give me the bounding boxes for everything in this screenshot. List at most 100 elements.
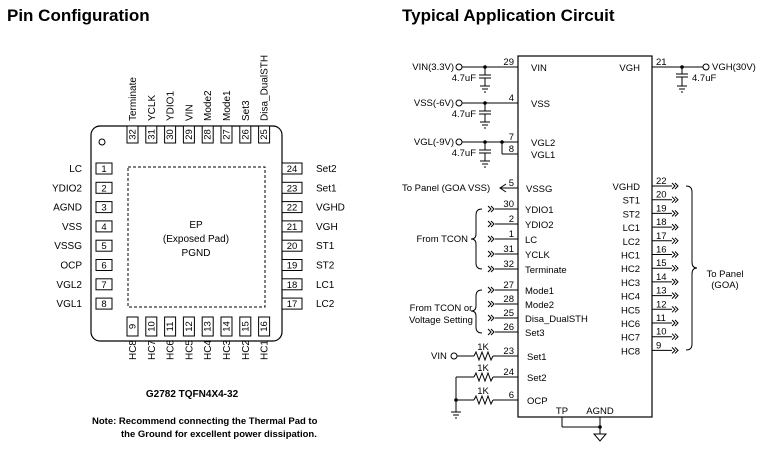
panel-label-1: To Panel <box>707 269 744 280</box>
output-arrow-icon <box>671 196 679 204</box>
pin-name: HC2 <box>621 264 640 275</box>
mode-label-2: Voltage Setting <box>409 315 473 326</box>
pin-pad <box>239 316 252 337</box>
vssg-pin-label: VSSG <box>526 184 552 195</box>
input-arrow-icon <box>487 328 495 336</box>
pin-number: 31 <box>503 244 514 255</box>
pin-name: LC <box>525 235 537 246</box>
pin-name: Disa_DualSTH <box>260 55 271 121</box>
r-set1-label: 1K <box>477 342 489 353</box>
pin-pad <box>95 162 113 175</box>
pin-number: 19 <box>287 261 298 272</box>
pin-number: 9 <box>656 340 661 351</box>
pin-name: HC4 <box>621 292 640 303</box>
pin-4-num: 4 <box>509 93 514 104</box>
pin-number: 25 <box>259 129 270 140</box>
mode-label-1: From TCON or <box>410 303 473 314</box>
pin-number: 17 <box>287 299 298 310</box>
vgl2-pin-label: VGL2 <box>531 138 555 149</box>
pin-pad <box>95 181 113 194</box>
pin-pad <box>201 316 214 337</box>
ground-icon <box>480 85 490 93</box>
vgh-terminal-icon <box>702 63 710 71</box>
pin-number: 18 <box>656 217 667 228</box>
tp-pin-label: TP <box>556 406 568 417</box>
agnd-pin-label: AGND <box>586 406 614 417</box>
pin-name: OCP <box>60 261 82 272</box>
pin-number: 18 <box>287 280 298 291</box>
pin-number: 17 <box>656 231 667 242</box>
pin-number: 11 <box>656 313 666 324</box>
pin-pad <box>126 316 139 337</box>
pin-pad <box>281 239 303 252</box>
pin-number: 9 <box>128 324 139 329</box>
pin-pad <box>164 125 177 144</box>
pin-pad <box>164 316 177 337</box>
pin-name: VSS <box>62 222 82 233</box>
vin-set-terminal-icon <box>450 352 458 360</box>
pin-number: 16 <box>656 245 667 256</box>
pin-number: 14 <box>222 321 233 332</box>
pin-pad <box>95 297 113 310</box>
pin-pad <box>281 278 303 291</box>
r-set2-label: 1K <box>477 363 489 374</box>
panel-output-pins: 22VGHD20ST119ST218LC117LC216HC115HC214HC… <box>613 176 679 357</box>
pin-name: ST1 <box>316 241 335 252</box>
pin-name: VGL2 <box>56 280 82 291</box>
input-arrow-icon <box>487 205 495 213</box>
pin-name: Disa_DualSTH <box>525 314 588 325</box>
pin-pad <box>281 162 303 175</box>
vss-cap-label: 4.7uF <box>452 109 476 120</box>
pin-name: HC7 <box>621 333 640 344</box>
pin-pad <box>281 259 303 271</box>
ic-body <box>517 55 653 418</box>
pin-number: 32 <box>128 129 139 140</box>
pin-number: 20 <box>287 241 298 252</box>
pin-name: YDIO1 <box>525 205 554 216</box>
pin-name: HC2 <box>241 340 252 360</box>
ep-label-3: PGND <box>182 248 211 259</box>
pin-number: 13 <box>656 286 667 297</box>
pin-name: HC6 <box>166 340 177 360</box>
set2-pin-label: Set2 <box>527 373 547 384</box>
panel-label-2: (GOA) <box>711 280 738 291</box>
pin-number: 3 <box>101 203 106 214</box>
pin-number: 28 <box>203 129 214 140</box>
pin-6-num: 6 <box>509 390 514 401</box>
vss-pin-label: VSS <box>531 99 550 110</box>
pin-pad <box>239 125 252 144</box>
pin-number: 11 <box>165 322 176 332</box>
pin-name: Set3 <box>241 100 252 121</box>
pin-name: LC <box>69 164 82 175</box>
pin-number: 27 <box>222 129 233 140</box>
vin-set1-label: VIN <box>431 351 447 362</box>
pin-name: ST1 <box>623 196 640 207</box>
r-ocp-label: 1K <box>477 386 489 397</box>
pin-number: 8 <box>101 299 106 310</box>
pin-number: 10 <box>146 321 157 332</box>
resistor-icon <box>473 394 494 406</box>
vin-cap-label: 4.7uF <box>452 73 476 84</box>
ground-icon <box>480 160 490 168</box>
pin-pad <box>220 125 233 144</box>
pin-number: 14 <box>656 272 667 283</box>
input-arrow-icon <box>487 220 495 228</box>
pin-number: 26 <box>240 129 251 140</box>
vgh-pin-label: VGH <box>619 63 640 74</box>
pin-number: 25 <box>503 308 514 319</box>
pin-name: Set3 <box>525 328 545 339</box>
pin-number: 30 <box>503 199 514 210</box>
vin-terminal-icon <box>455 63 463 71</box>
input-arrow-icon <box>487 300 495 308</box>
tcon-label: From TCON <box>416 234 468 245</box>
pinout-diagram: EP (Exposed Pad) PGND 1LC2YDIO23AGND4VSS… <box>52 55 345 440</box>
pin-name: Mode1 <box>222 90 233 121</box>
pin-pad <box>220 316 233 337</box>
vgl-cap-label: 4.7uF <box>452 148 476 159</box>
pin-24-num: 24 <box>503 367 514 378</box>
output-arrow-icon <box>671 278 679 286</box>
pin-name: Terminate <box>525 265 567 276</box>
